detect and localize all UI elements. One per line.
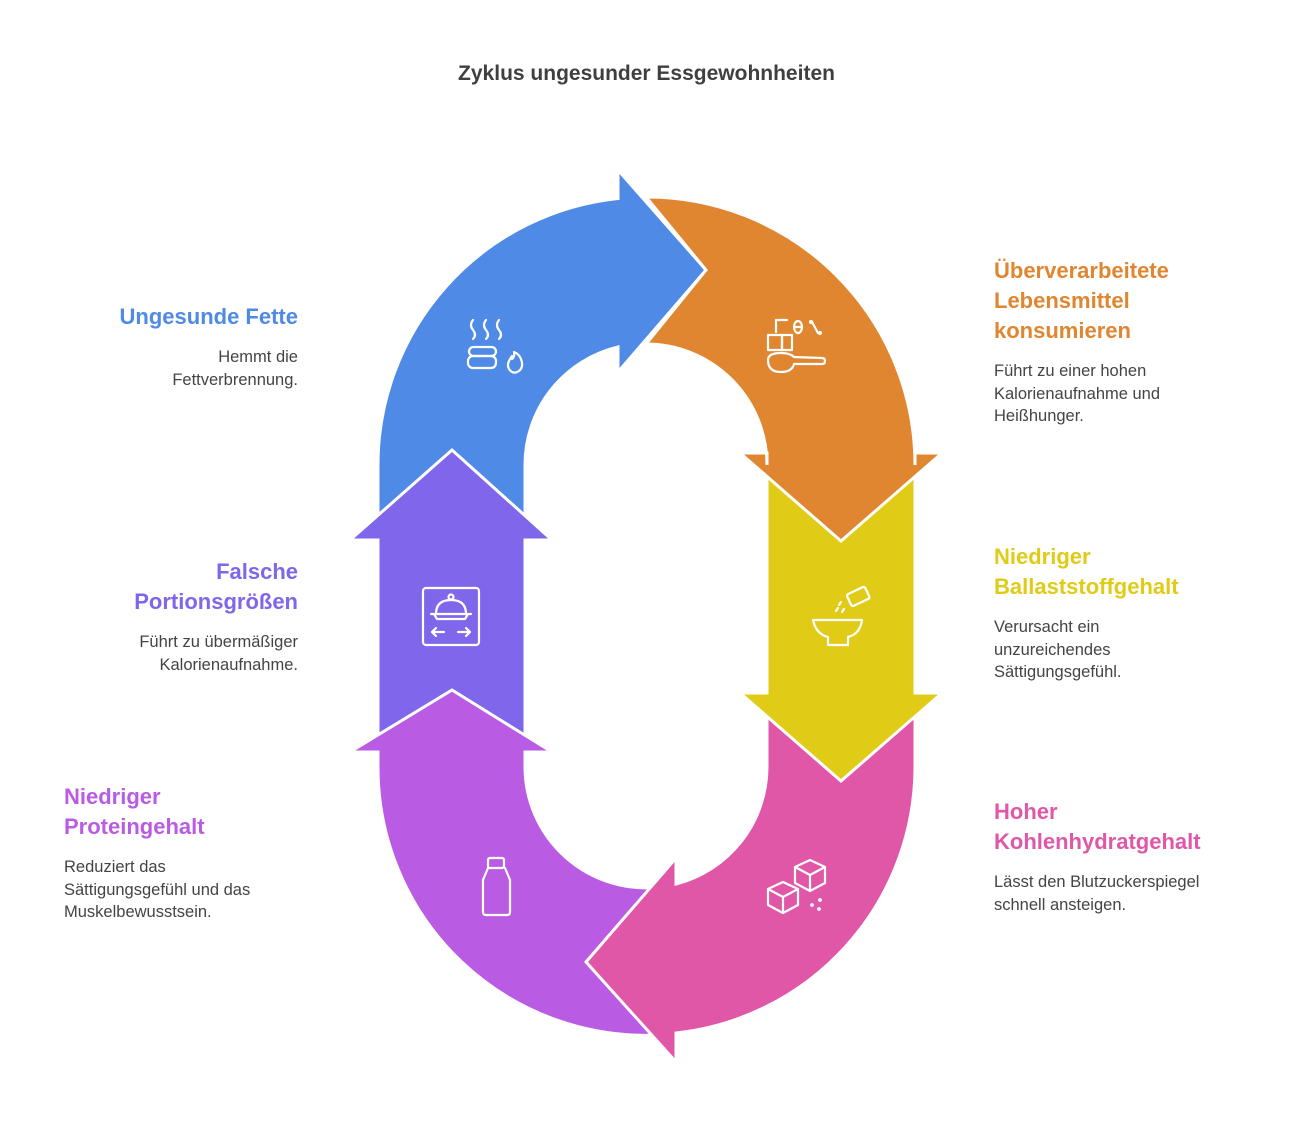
step-description: Hemmt die Fettverbrennung. <box>172 348 298 389</box>
arrow-segment-processed-food <box>642 195 947 543</box>
step-fiber: Niedriger Ballaststoffgehalt Verursacht … <box>994 542 1224 684</box>
step-heading: Ungesunde Fette <box>119 304 298 329</box>
fat-burning-icon <box>466 318 524 374</box>
diagram-title: Zyklus ungesunder Essgewohnheiten <box>458 62 835 85</box>
arrow-segment-portion-sizes <box>346 447 556 772</box>
arrow-segment-carbohydrates <box>583 698 917 1066</box>
step-description: Führt zu einer hohen Kalorienaufnahme un… <box>994 362 1161 425</box>
portion-size-icon <box>421 586 481 647</box>
step-heading: Niedriger Proteingehalt <box>64 784 205 839</box>
bowl-icon <box>811 585 871 647</box>
step-portion-sizes: Falsche Portionsgrößen Führt zu übermäßi… <box>38 557 298 676</box>
step-unhealthy-fats: Ungesunde Fette Hemmt die Fettverbrennun… <box>38 302 298 391</box>
processed-food-icon <box>766 318 827 374</box>
step-description: Reduziert das Sättigungsgefühl und das M… <box>64 858 251 921</box>
step-heading: Falsche Portionsgrößen <box>134 559 298 614</box>
sugar-cubes-icon <box>766 858 827 915</box>
arrow-segment-unhealthy-fats <box>376 166 708 532</box>
step-description: Verursacht ein unzureichendes Sättigungs… <box>994 618 1122 681</box>
step-heading: Überverarbeitete Lebensmittel konsumiere… <box>994 258 1169 343</box>
step-description: Führt zu übermäßiger Kalorienaufnahme. <box>139 633 298 674</box>
step-processed-food: Überverarbeitete Lebensmittel konsumiere… <box>994 256 1224 428</box>
step-description: Lässt den Blutzuckerspiegel schnell anst… <box>994 873 1200 914</box>
step-carbohydrates: Hoher Kohlenhydratgehalt Lässt den Blutz… <box>994 797 1234 916</box>
milk-bottle-icon <box>481 856 512 917</box>
step-heading: Hoher Kohlenhydratgehalt <box>994 799 1201 854</box>
step-heading: Niedriger Ballaststoffgehalt <box>994 544 1179 599</box>
arrow-segment-fiber <box>735 468 947 783</box>
step-protein: Niedriger Proteingehalt Reduziert das Sä… <box>64 782 294 924</box>
